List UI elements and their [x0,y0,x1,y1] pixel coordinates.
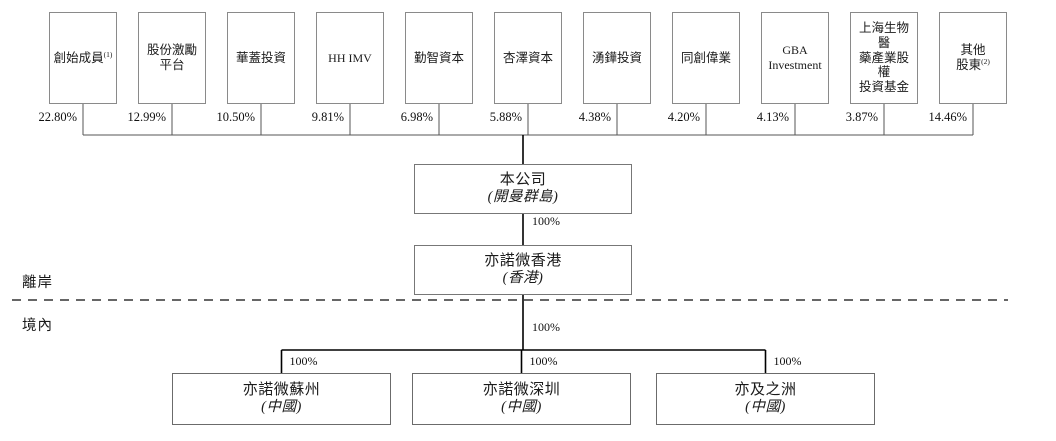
shareholder-percentage: 5.88% [489,110,522,124]
shareholder-percentage: 9.81% [311,110,344,124]
shareholder-name: 上海生物醫藥產業股權投資基金 [858,21,909,95]
entity-name: 本公司 [499,171,547,188]
entity-box-hongkong[interactable]: 亦諾微香港 (香港) [414,245,632,295]
shareholder-box[interactable]: 杏澤資本 [494,12,562,104]
shareholder-percentage: 22.80% [38,110,77,124]
subsidiary-box[interactable]: 亦諾微深圳(中國) [412,373,631,425]
zone-label-offshore: 離岸 [22,275,53,291]
pct-company-to-hongkong: 100% [532,214,560,228]
shareholder-box[interactable]: HH IMV [316,12,384,104]
subsidiary-place: (中國) [501,399,542,416]
shareholder-box[interactable]: 同創偉業 [672,12,740,104]
shareholder-name: 創始成員(1) [53,49,113,65]
subsidiary-box[interactable]: 亦及之洲(中國) [656,373,875,425]
entity-name: 亦諾微香港 [484,252,562,269]
shareholder-percentage: 10.50% [216,110,255,124]
subsidiary-box[interactable]: 亦諾微蘇州(中國) [172,373,391,425]
footnote-marker: (2) [981,56,990,66]
shareholder-percentage: 12.99% [127,110,166,124]
subsidiary-percentage: 100% [529,354,558,368]
shareholder-percentage: 6.98% [400,110,433,124]
subsidiary-place: (中國) [261,399,302,416]
shareholder-box[interactable]: 勤智資本 [405,12,473,104]
shareholder-percentage: 14.46% [928,110,967,124]
shareholder-name: 股份激勵平台 [146,43,197,72]
subsidiary-name: 亦諾微蘇州 [242,381,321,398]
shareholder-box[interactable]: 創始成員(1) [49,12,117,104]
shareholder-name: 湧鏵投資 [591,50,642,65]
footnote-marker: (1) [103,49,113,59]
subsidiary-percentage: 100% [773,354,802,368]
shareholder-box[interactable]: 上海生物醫藥產業股權投資基金 [850,12,918,104]
subsidiary-name: 亦諾微深圳 [482,381,561,398]
subsidiary-place: (中國) [745,399,786,416]
shareholder-percentage: 4.38% [578,110,611,124]
shareholder-name: 杏澤資本 [502,50,553,65]
zone-label-onshore: 境內 [22,318,53,334]
subsidiary-name: 亦及之洲 [734,381,797,398]
subsidiary-percentage: 100% [289,354,318,368]
shareholder-name: HH IMV [328,50,372,65]
shareholder-percentage: 4.20% [667,110,700,124]
entity-box-company[interactable]: 本公司 (開曼群島) [414,164,632,214]
shareholder-box[interactable]: 其他股東(2) [939,12,1007,104]
shareholder-box[interactable]: 湧鏵投資 [583,12,651,104]
shareholder-name: 其他股東(2) [956,43,990,72]
shareholder-name: 華蓋投資 [235,50,286,65]
shareholder-box[interactable]: 股份激勵平台 [138,12,206,104]
shareholder-name: 同創偉業 [680,50,731,65]
shareholder-name: 勤智資本 [413,50,464,65]
shareholder-percentage: 3.87% [845,110,878,124]
entity-place: (香港) [502,270,544,287]
pct-hongkong-to-subsidiaries: 100% [532,320,560,334]
shareholder-box[interactable]: 華蓋投資 [227,12,295,104]
shareholder-percentage: 4.13% [756,110,789,124]
entity-place: (開曼群島) [487,189,559,206]
